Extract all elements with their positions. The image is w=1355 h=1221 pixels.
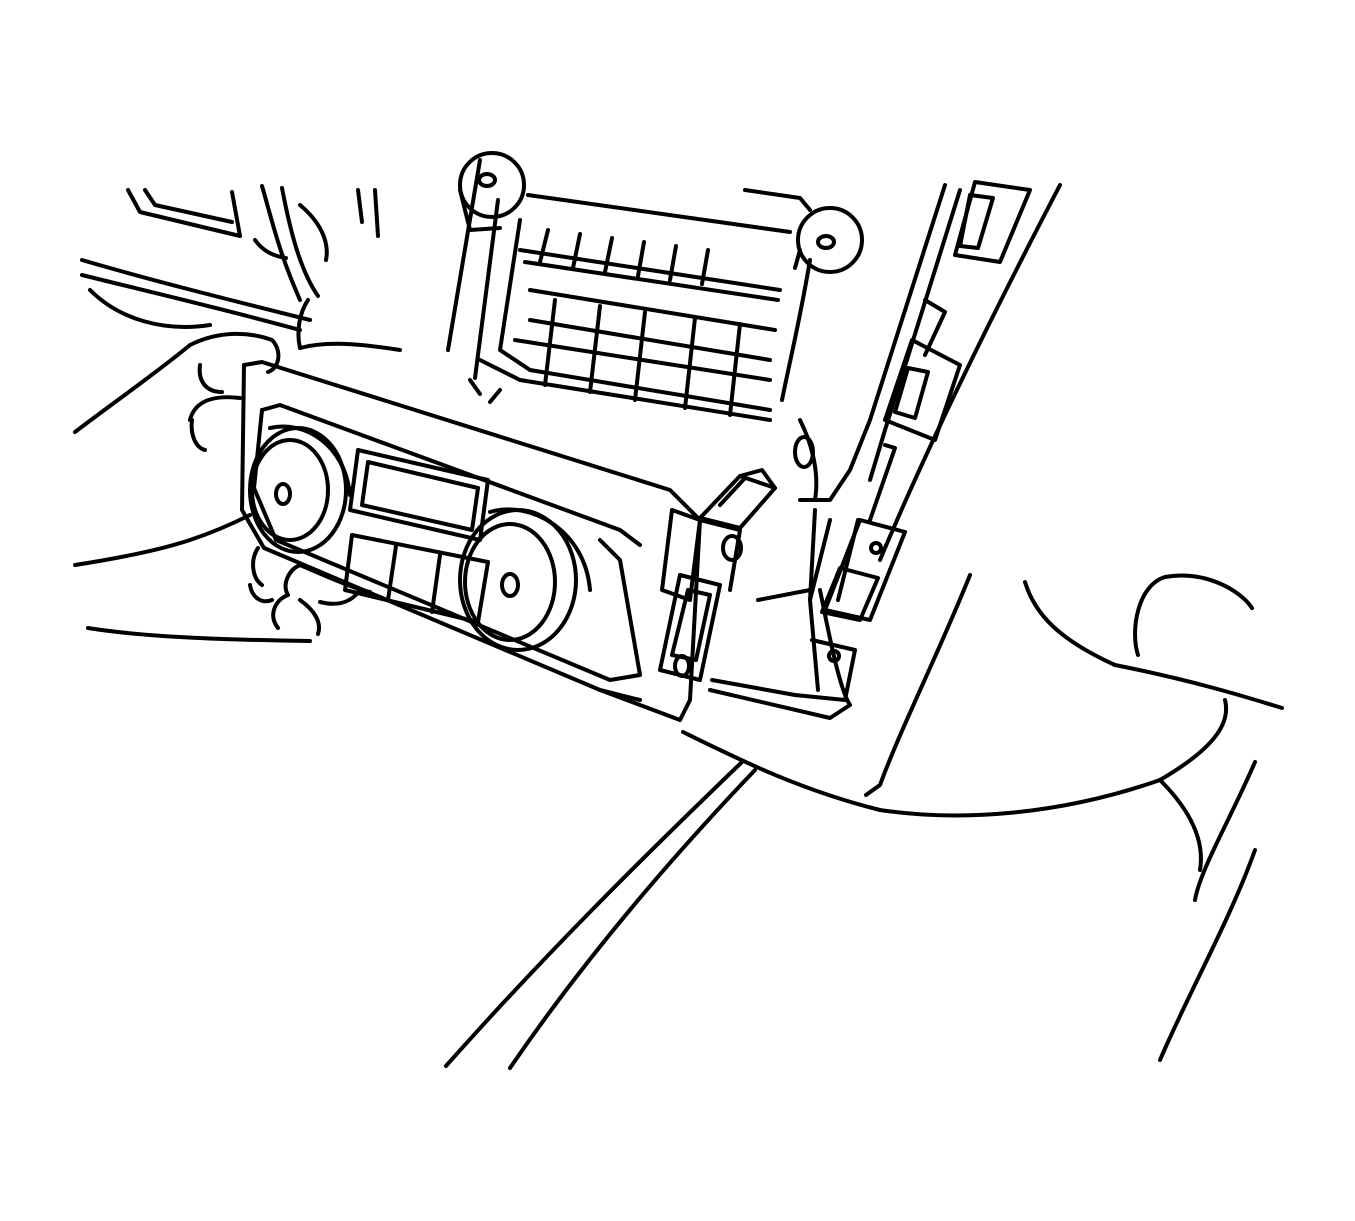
hvac-control-module [240, 360, 777, 722]
upper-dash-outline [80, 184, 380, 332]
trim-bezel [708, 180, 1062, 720]
lower-console-outline [444, 573, 1284, 1070]
center-air-vent [446, 151, 864, 422]
